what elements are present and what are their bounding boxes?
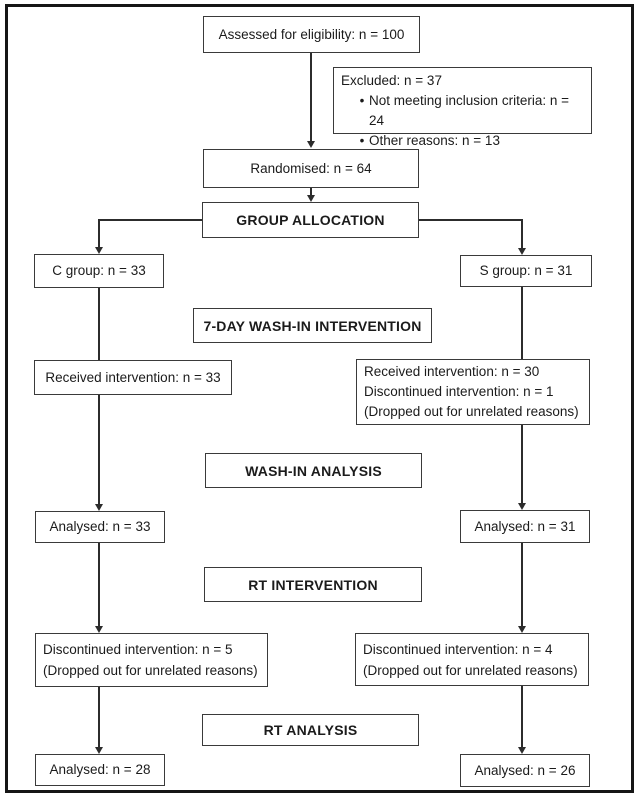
box-s-group: S group: n = 31: [460, 255, 592, 287]
box-washin-intervention: 7-DAY WASH-IN INTERVENTION: [193, 308, 432, 343]
received-s-line3: (Dropped out for unrelated reasons): [364, 404, 579, 419]
connector-allocation-right: [419, 219, 523, 221]
box-rt-intervention-label: RT INTERVENTION: [248, 576, 378, 593]
box-rt-intervention: RT INTERVENTION: [204, 567, 422, 602]
connector-assessed-randomised: [310, 53, 312, 142]
box-received-c: Received intervention: n = 33: [34, 360, 232, 395]
discontinued-s-line2: (Dropped out for unrelated reasons): [363, 663, 578, 678]
arrow-down-icon: [307, 195, 315, 202]
discontinued-c-line1: Discontinued intervention: n = 5: [43, 642, 233, 657]
box-analysed-washin-c: Analysed: n = 33: [35, 511, 165, 543]
box-c-group-label: C group: n = 33: [52, 263, 146, 278]
connector-s-group-received: [521, 287, 523, 359]
excluded-title: Excluded: n = 37: [341, 73, 442, 88]
bullet-icon: •: [359, 93, 365, 108]
box-randomised: Randomised: n = 64: [203, 149, 419, 188]
box-group-allocation: GROUP ALLOCATION: [202, 202, 419, 238]
arrow-down-icon: [518, 747, 526, 754]
box-rt-analysis: RT ANALYSIS: [202, 714, 419, 746]
connector-discontinued-final-c: [98, 687, 100, 747]
arrow-down-icon: [95, 626, 103, 633]
bullet-icon: •: [359, 133, 365, 148]
box-analysed-rt-c: Analysed: n = 28: [35, 754, 165, 786]
box-excluded: Excluded: n = 37 • Not meeting inclusion…: [333, 67, 592, 148]
box-analysed-washin-s-label: Analysed: n = 31: [474, 518, 576, 534]
box-randomised-label: Randomised: n = 64: [250, 160, 372, 176]
arrow-down-icon: [95, 247, 103, 254]
box-received-s: Received intervention: n = 30 Discontinu…: [356, 359, 590, 425]
box-analysed-washin-c-label: Analysed: n = 33: [49, 519, 151, 534]
box-assessed-eligibility: Assessed for eligibility: n = 100: [203, 16, 420, 53]
received-s-line2: Discontinued intervention: n = 1: [364, 384, 554, 399]
excluded-bullet-2-label: Other reasons: n = 13: [369, 133, 500, 148]
box-received-c-label: Received intervention: n = 33: [45, 369, 221, 385]
connector-allocation-left: [99, 219, 202, 221]
connector-c-group-received: [98, 288, 100, 360]
arrow-down-icon: [307, 141, 315, 148]
box-analysed-rt-s-label: Analysed: n = 26: [474, 762, 576, 778]
box-s-group-label: S group: n = 31: [479, 263, 573, 278]
box-group-allocation-label: GROUP ALLOCATION: [236, 212, 385, 228]
arrow-down-icon: [518, 503, 526, 510]
excluded-bullet-1-label: Not meeting inclusion criteria: n = 24: [369, 93, 569, 128]
box-analysed-rt-c-label: Analysed: n = 28: [49, 762, 151, 777]
box-analysed-rt-s: Analysed: n = 26: [460, 754, 590, 787]
arrow-down-icon: [518, 248, 526, 255]
arrow-down-icon: [95, 504, 103, 511]
connector-discontinued-final-s: [521, 686, 523, 747]
box-c-group: C group: n = 33: [34, 254, 164, 288]
box-rt-analysis-label: RT ANALYSIS: [263, 722, 358, 738]
box-analysed-washin-s: Analysed: n = 31: [460, 510, 590, 543]
outer-frame: [5, 4, 634, 793]
arrow-down-icon: [518, 626, 526, 633]
connector-to-s-group: [521, 219, 523, 248]
connector-to-c-group: [98, 219, 100, 248]
connector-analysed-discontinued-s: [521, 543, 523, 626]
box-washin-analysis: WASH-IN ANALYSIS: [205, 453, 422, 488]
discontinued-c-line2: (Dropped out for unrelated reasons): [43, 663, 258, 678]
arrow-down-icon: [95, 747, 103, 754]
connector-received-analysed-c: [98, 395, 100, 504]
box-washin-analysis-label: WASH-IN ANALYSIS: [245, 462, 382, 479]
connector-randomised-allocation: [310, 188, 312, 196]
excluded-bullet-2: • Other reasons: n = 13: [341, 131, 584, 151]
box-discontinued-s: Discontinued intervention: n = 4 (Droppe…: [355, 633, 589, 686]
received-s-line1: Received intervention: n = 30: [364, 364, 540, 379]
connector-analysed-discontinued-c: [98, 543, 100, 626]
box-washin-intervention-label: 7-DAY WASH-IN INTERVENTION: [203, 317, 422, 334]
connector-received-analysed-s: [521, 425, 523, 503]
box-assessed-eligibility-label: Assessed for eligibility: n = 100: [218, 26, 405, 42]
box-discontinued-c: Discontinued intervention: n = 5 (Droppe…: [35, 633, 268, 687]
discontinued-s-line1: Discontinued intervention: n = 4: [363, 642, 553, 657]
excluded-bullet-1: • Not meeting inclusion criteria: n = 24: [341, 91, 584, 131]
